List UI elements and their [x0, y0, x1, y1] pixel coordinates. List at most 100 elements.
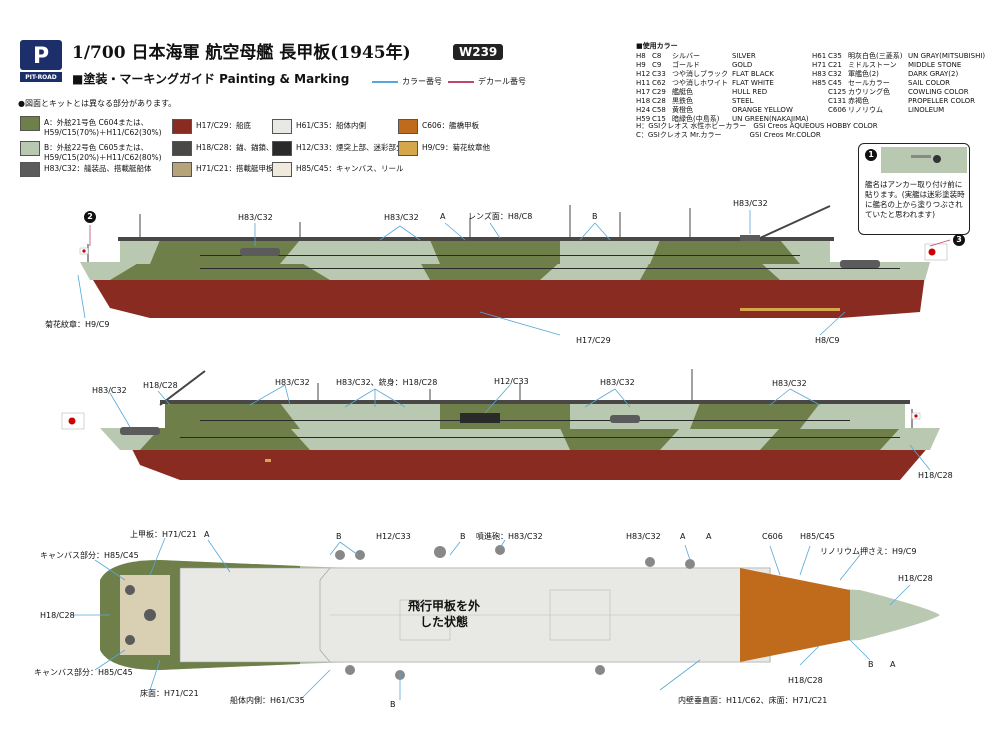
color-swatch-label: B：外舷22号色 C605または、H59/C15(20%)＋H11/C62(80… [44, 143, 162, 162]
color-table-cell: LINOLEUM [908, 106, 945, 114]
label-h12-funnel: H12/C33 [494, 377, 529, 386]
color-table-cell: C606 [828, 106, 847, 114]
color-table-cell: GOLD [732, 61, 753, 69]
color-table-cell: C45 [828, 79, 842, 87]
label-linoleum: リノリウム押さえ：H9/C9 [820, 547, 917, 556]
color-table-cell: H18 [636, 97, 651, 105]
marker-2: 2 [84, 211, 96, 223]
color-table-cell: FLAT WHITE [732, 79, 774, 87]
label-h83-port-3: H83/C32 [600, 378, 635, 387]
label-h83-port-2: H83/C32 [275, 378, 310, 387]
color-table-cell: H12 [636, 70, 651, 78]
label-propeller: H8/C9 [815, 336, 840, 345]
label-plan-b3: B [460, 532, 466, 541]
color-table-cell: H24 [636, 106, 651, 114]
color-swatch-label: H18/C28：錨、錨鎖、機銃 [196, 143, 289, 152]
hull-bottom [130, 445, 930, 480]
marker-3: 3 [953, 234, 965, 246]
diff-note: ●図面とキットとは異なる部分があります。 [18, 99, 177, 108]
label-c606: C606 [762, 532, 783, 541]
color-swatch-label: H61/C35：船体内側 [296, 121, 366, 130]
label-inner-hull: 船体内側：H61/C35 [230, 696, 305, 705]
port-profile-view [61, 369, 940, 480]
hull-side [100, 428, 940, 450]
color-table-cell: C21 [828, 61, 842, 69]
color-table-cell: 黄橙色 [672, 106, 693, 114]
color-table-cell: C33 [652, 70, 666, 78]
color-table-cell: DARK GRAY(2) [908, 70, 959, 78]
color-table-cell: ゴールド [672, 61, 700, 69]
color-swatch-label: H85/C45：キャンバス、リール [296, 164, 404, 173]
color-table-cell: 軍艦色(2) [848, 70, 879, 78]
color-table-cell: H59 [636, 115, 651, 123]
label-h83-2: H83/C32 [384, 213, 419, 222]
label-plan-b4: B [868, 660, 874, 669]
color-table-cell: FLAT BLACK [732, 70, 774, 78]
label-rocket-launcher: 噴進砲：H83/C32 [476, 532, 543, 541]
color-table-cell: C9 [652, 61, 662, 69]
decal-number-legend-label: デカール番号 [478, 77, 526, 86]
color-table-cell: C15 [652, 115, 666, 123]
color-table-cell: UN GREEN(NAKAJIMA) [732, 115, 809, 123]
label-plan-h18b: H18/C28 [898, 574, 933, 583]
label-h18-port-2: H18/C28 [918, 471, 953, 480]
boat [120, 427, 160, 435]
color-number-legend-label: カラー番号 [402, 77, 442, 86]
propeller [265, 459, 271, 462]
color-table-cell: C32 [828, 70, 842, 78]
plan-view [70, 537, 940, 701]
color-swatch-label: H12/C33：煙突上部、迷彩部分 [296, 143, 404, 152]
color-swatch [272, 119, 292, 134]
propeller-shaft [740, 308, 840, 311]
label-h83-3: H83/C32 [733, 199, 768, 208]
color-swatch [20, 116, 40, 131]
color-table-cell: C125 [828, 88, 847, 96]
color-table-cell: C29 [652, 88, 666, 96]
boat [840, 260, 880, 268]
color-table-cell: H83 [812, 70, 827, 78]
color-swatch-label: H17/C29：船底 [196, 121, 251, 130]
color-swatch-label: C606：艦橋甲板 [422, 121, 480, 130]
label-lens: レンズ面：H8/C8 [468, 212, 533, 221]
label-h83-port-4: H83/C32 [772, 379, 807, 388]
color-table-cell: PROPELLER COLOR [908, 97, 975, 105]
starboard-profile-view [77, 205, 951, 336]
label-plan-b1: B [336, 532, 342, 541]
color-table-cell: C58 [652, 106, 666, 114]
hull-name-callout: 1 艦名はアンカー取り付け前に貼ります。(実艦は迷彩塗装時に艦名の上から塗りつぶ… [858, 143, 970, 235]
color-table-cell: 黒鉄色 [672, 97, 693, 105]
color-table-cell: ORANGE YELLOW [732, 106, 793, 114]
label-plan-a2: A [680, 532, 686, 541]
color-swatch-label: H9/C9：菊花紋章他 [422, 143, 490, 152]
label-h18-plan: H18/C28 [40, 611, 75, 620]
crane [759, 205, 831, 239]
boat [240, 248, 280, 256]
color-table-cell: ミドルストーン [848, 61, 897, 69]
crane [159, 370, 206, 406]
color-table-cell: C35 [828, 52, 842, 60]
label-plan-a3: A [706, 532, 712, 541]
color-swatch [172, 119, 192, 134]
label-b: B [592, 212, 598, 221]
color-table-cell: COWLING COLOR [908, 88, 969, 96]
color-table-cell: SILVER [732, 52, 756, 60]
callout-number-badge: 1 [865, 149, 877, 161]
label-plan-h83: H83/C32 [626, 532, 661, 541]
label-upper-deck: 上甲板：H71/C21 [130, 530, 197, 539]
color-swatch [20, 162, 40, 177]
color-swatch [272, 162, 292, 177]
label-h83-1: H83/C32 [238, 213, 273, 222]
crane-base [740, 235, 760, 241]
flight-deck-edge [118, 237, 834, 241]
color-table-cell: H11 [636, 79, 651, 87]
color-table-cell: リノリウム [848, 106, 883, 114]
color-table-cell: つや消しブラック [672, 70, 728, 78]
color-table-cell: 艦艇色 [672, 88, 693, 96]
color-table-cell: H17 [636, 88, 651, 96]
color-table-cell: セールカラー [848, 79, 890, 87]
color-table-cell: つや消しホワイト [672, 79, 728, 87]
boat [610, 415, 640, 423]
color-table-cell: H71 [812, 61, 827, 69]
color-table-footnote-1: H：GSIクレオス 水性ホビーカラー GSI Creos AQUEOUS HOB… [636, 122, 878, 130]
